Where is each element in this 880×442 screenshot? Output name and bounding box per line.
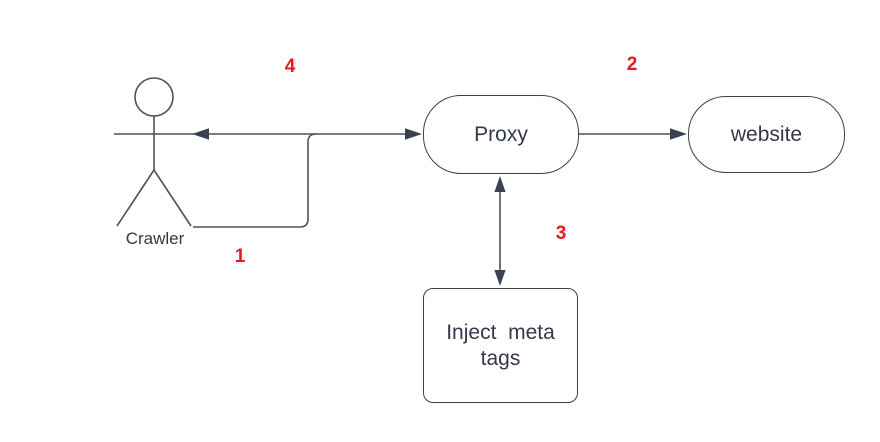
node-inject-meta-tags: Inject meta tags bbox=[423, 288, 578, 403]
node-website: website bbox=[688, 96, 845, 173]
arrowhead-to-proxy bbox=[405, 128, 422, 140]
arrowhead-up-to-proxy bbox=[494, 176, 506, 192]
actor-leg-left bbox=[116, 169, 155, 227]
step-label-3: 3 bbox=[555, 223, 567, 244]
inject-meta-tags-label: Inject meta tags bbox=[446, 320, 555, 370]
crawler-label: Crawler bbox=[125, 229, 185, 248]
elbow-crawler-request bbox=[193, 133, 317, 228]
actor-head bbox=[134, 77, 174, 117]
arrowhead-to-crawler bbox=[192, 128, 209, 140]
proxy-label: Proxy bbox=[474, 122, 528, 146]
website-label: website bbox=[730, 122, 803, 146]
arrowhead-to-website bbox=[670, 128, 687, 140]
step-label-1: 1 bbox=[234, 246, 246, 267]
actor-figure bbox=[116, 77, 192, 227]
arrowhead-down-to-inject bbox=[494, 270, 506, 286]
step-label-2: 2 bbox=[626, 54, 638, 75]
node-proxy: Proxy bbox=[423, 95, 579, 174]
step-label-4: 4 bbox=[284, 56, 296, 77]
actor-leg-right bbox=[153, 169, 192, 227]
